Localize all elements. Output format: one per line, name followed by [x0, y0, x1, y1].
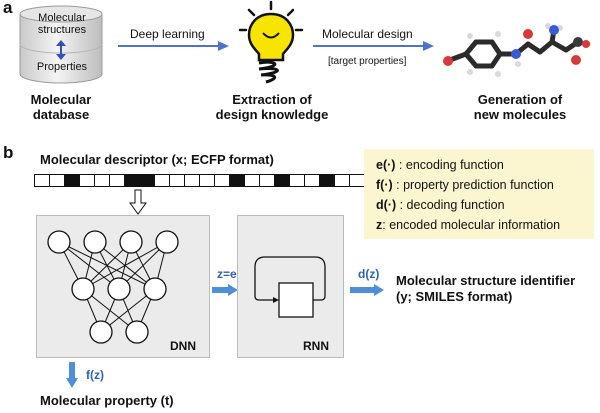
database-cylinder-icon: [19, 5, 103, 84]
legend-box: e(·) : encoding function f(·) : property…: [364, 149, 594, 239]
legend-row-encoded-info: z: encoded molecular information: [376, 218, 560, 232]
mol-caption-line2: new molecules: [473, 107, 567, 122]
fingerprint-bit: [229, 174, 245, 187]
fingerprint-bit: [244, 174, 260, 187]
fingerprint-bit: [199, 174, 215, 187]
legend-text: : encoding function: [395, 158, 504, 172]
fingerprint-bit: [109, 174, 125, 187]
fingerprint-bit: [259, 174, 275, 187]
mol-caption-line1: Generation of: [477, 92, 563, 107]
bulb-caption-line1: Extraction of: [232, 92, 312, 107]
fingerprint-bit: [154, 174, 170, 187]
legend-row-prediction: f(·) : property prediction function: [376, 178, 554, 192]
legend-symbol: f(·): [376, 178, 393, 192]
legend-symbol: d(·): [376, 198, 397, 212]
fingerprint-bit: [139, 174, 155, 187]
legend-text: : decoding function: [396, 198, 505, 212]
legend-text: : encoded molecular information: [382, 218, 561, 232]
fingerprint-bit: [124, 174, 140, 187]
legend-text: : property prediction function: [392, 178, 554, 192]
fingerprint-bit: [34, 174, 50, 187]
fingerprint-bit: [274, 174, 290, 187]
legend-row-encoding: e(·) : encoding function: [376, 158, 504, 172]
db-caption-line1: Molecular: [30, 92, 92, 107]
recurrent-cell-icon: [254, 256, 326, 318]
dnn-label: DNN: [170, 339, 196, 353]
molecule-model-icon: [443, 23, 591, 77]
arrow2-label: Molecular design: [322, 27, 413, 41]
fingerprint-bit: [214, 174, 230, 187]
arrow-down-outline-icon: [129, 189, 147, 215]
fingerprint-bit: [319, 174, 335, 187]
panel-b-letter: b: [3, 143, 14, 162]
arrow-down-icon: [66, 362, 78, 388]
bulb-caption-line2: design knowledge: [215, 107, 329, 122]
fingerprint-bit: [349, 174, 365, 187]
db-caption-line2: database: [32, 107, 90, 122]
arrow-right-icon: [118, 41, 229, 51]
legend-symbol: e(·): [376, 158, 396, 172]
rnn-label: RNN: [303, 339, 329, 353]
output-label-line1: Molecular structure identifier: [396, 273, 576, 288]
arrow1-label: Deep learning: [130, 27, 205, 41]
fingerprint-bit: [304, 174, 320, 187]
legend-row-decoding: d(·) : decoding function: [376, 198, 505, 212]
fingerprint-bit: [79, 174, 95, 187]
fingerprint-bit: [49, 174, 65, 187]
arrow2-sublabel: [target properties]: [328, 56, 407, 67]
property-label: Molecular property (t): [40, 393, 174, 408]
decode-label: d(z): [358, 267, 380, 281]
output-label-line2: (y; SMILES format): [396, 289, 513, 304]
arrow-right-icon: [212, 284, 238, 296]
arrow-right-icon: [350, 284, 384, 296]
fingerprint-bit: [169, 174, 185, 187]
legend-symbol: z: [376, 218, 383, 232]
lightbulb-icon: [238, 0, 304, 84]
arrow-right-icon: [313, 41, 434, 51]
fingerprint-bit: [64, 174, 80, 187]
panel-a-letter: a: [3, 0, 13, 17]
descriptor-title: Molecular descriptor (x; ECFP format): [40, 152, 274, 167]
fingerprint-bit: [334, 174, 350, 187]
fingerprint-bit: [289, 174, 305, 187]
db-text-structures: Molecular structures: [37, 12, 87, 36]
fingerprint-bit: [94, 174, 110, 187]
db-text-properties: Properties: [36, 61, 88, 73]
neural-network-icon: [47, 230, 179, 344]
predict-label: f(z): [86, 368, 104, 382]
fingerprint-bit: [184, 174, 200, 187]
